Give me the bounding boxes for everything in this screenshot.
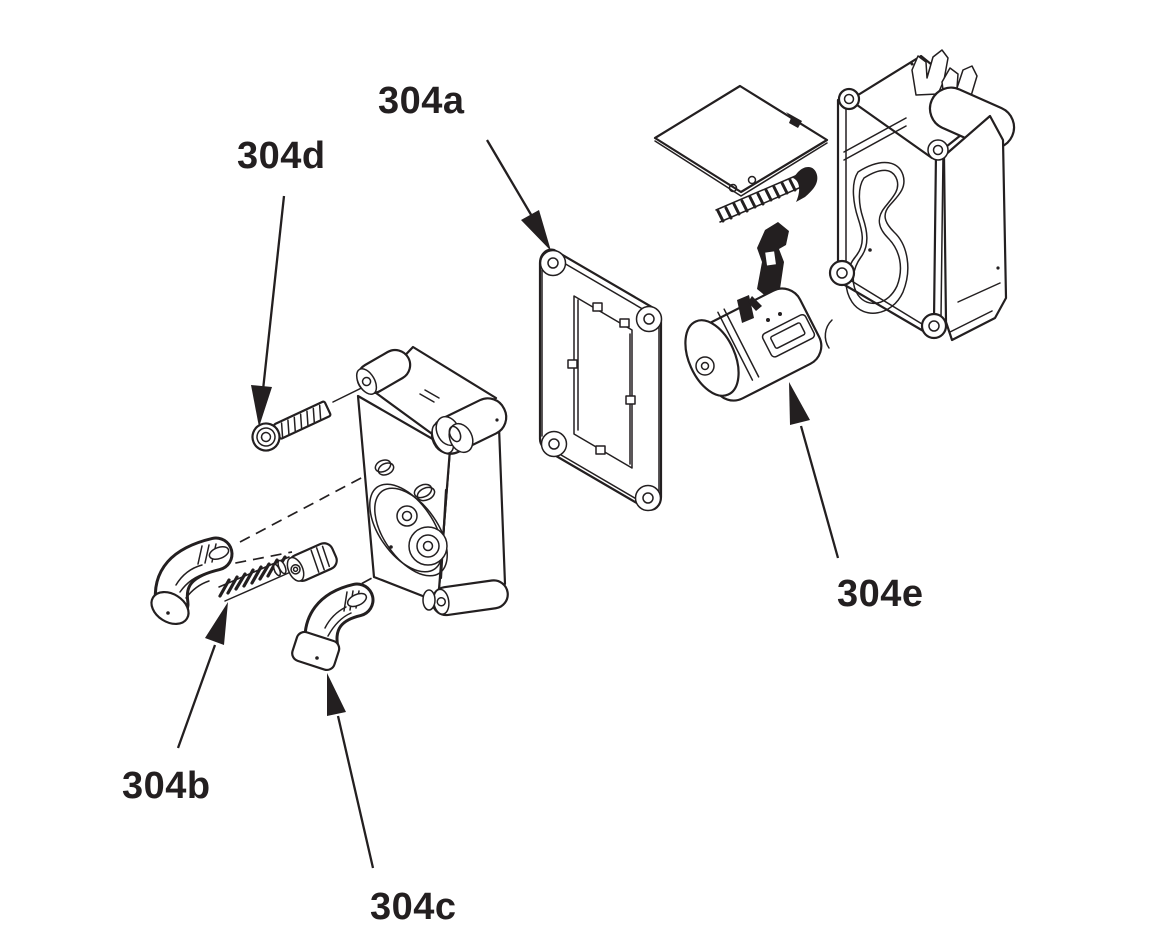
- spring: [218, 555, 294, 602]
- main-housing: [355, 345, 509, 617]
- part-label-304d: 304d: [237, 135, 326, 177]
- arrowhead-304e: [789, 382, 810, 425]
- bolt-304d: [251, 400, 332, 452]
- part-label-304e: 304e: [837, 573, 924, 615]
- arrowhead-304b: [205, 602, 228, 645]
- part-label-304b: 304b: [122, 765, 211, 807]
- elbow-fitting-304b: [150, 536, 234, 626]
- gasket-304a: [538, 248, 663, 512]
- solenoid-304e: [684, 287, 823, 402]
- part-label-304a: 304a: [378, 80, 465, 122]
- valve-fitting: [272, 542, 338, 582]
- right-housing: [824, 49, 1016, 349]
- wire-harness: [715, 166, 818, 307]
- circuit-board: [653, 84, 829, 197]
- callouts: 304a 304b 304c 304d 304e: [122, 80, 924, 928]
- callout-304a: 304a: [378, 80, 551, 251]
- callout-304e: 304e: [789, 382, 924, 615]
- callout-304d: 304d: [237, 135, 326, 427]
- part-label-304c: 304c: [370, 886, 457, 928]
- arrowhead-304c: [327, 673, 346, 716]
- callout-304b: 304b: [122, 602, 228, 807]
- callout-304c: 304c: [327, 673, 457, 928]
- elbow-fitting-304c: [291, 582, 375, 672]
- arrowhead-304d: [251, 385, 272, 427]
- arrowhead-304a: [521, 210, 551, 251]
